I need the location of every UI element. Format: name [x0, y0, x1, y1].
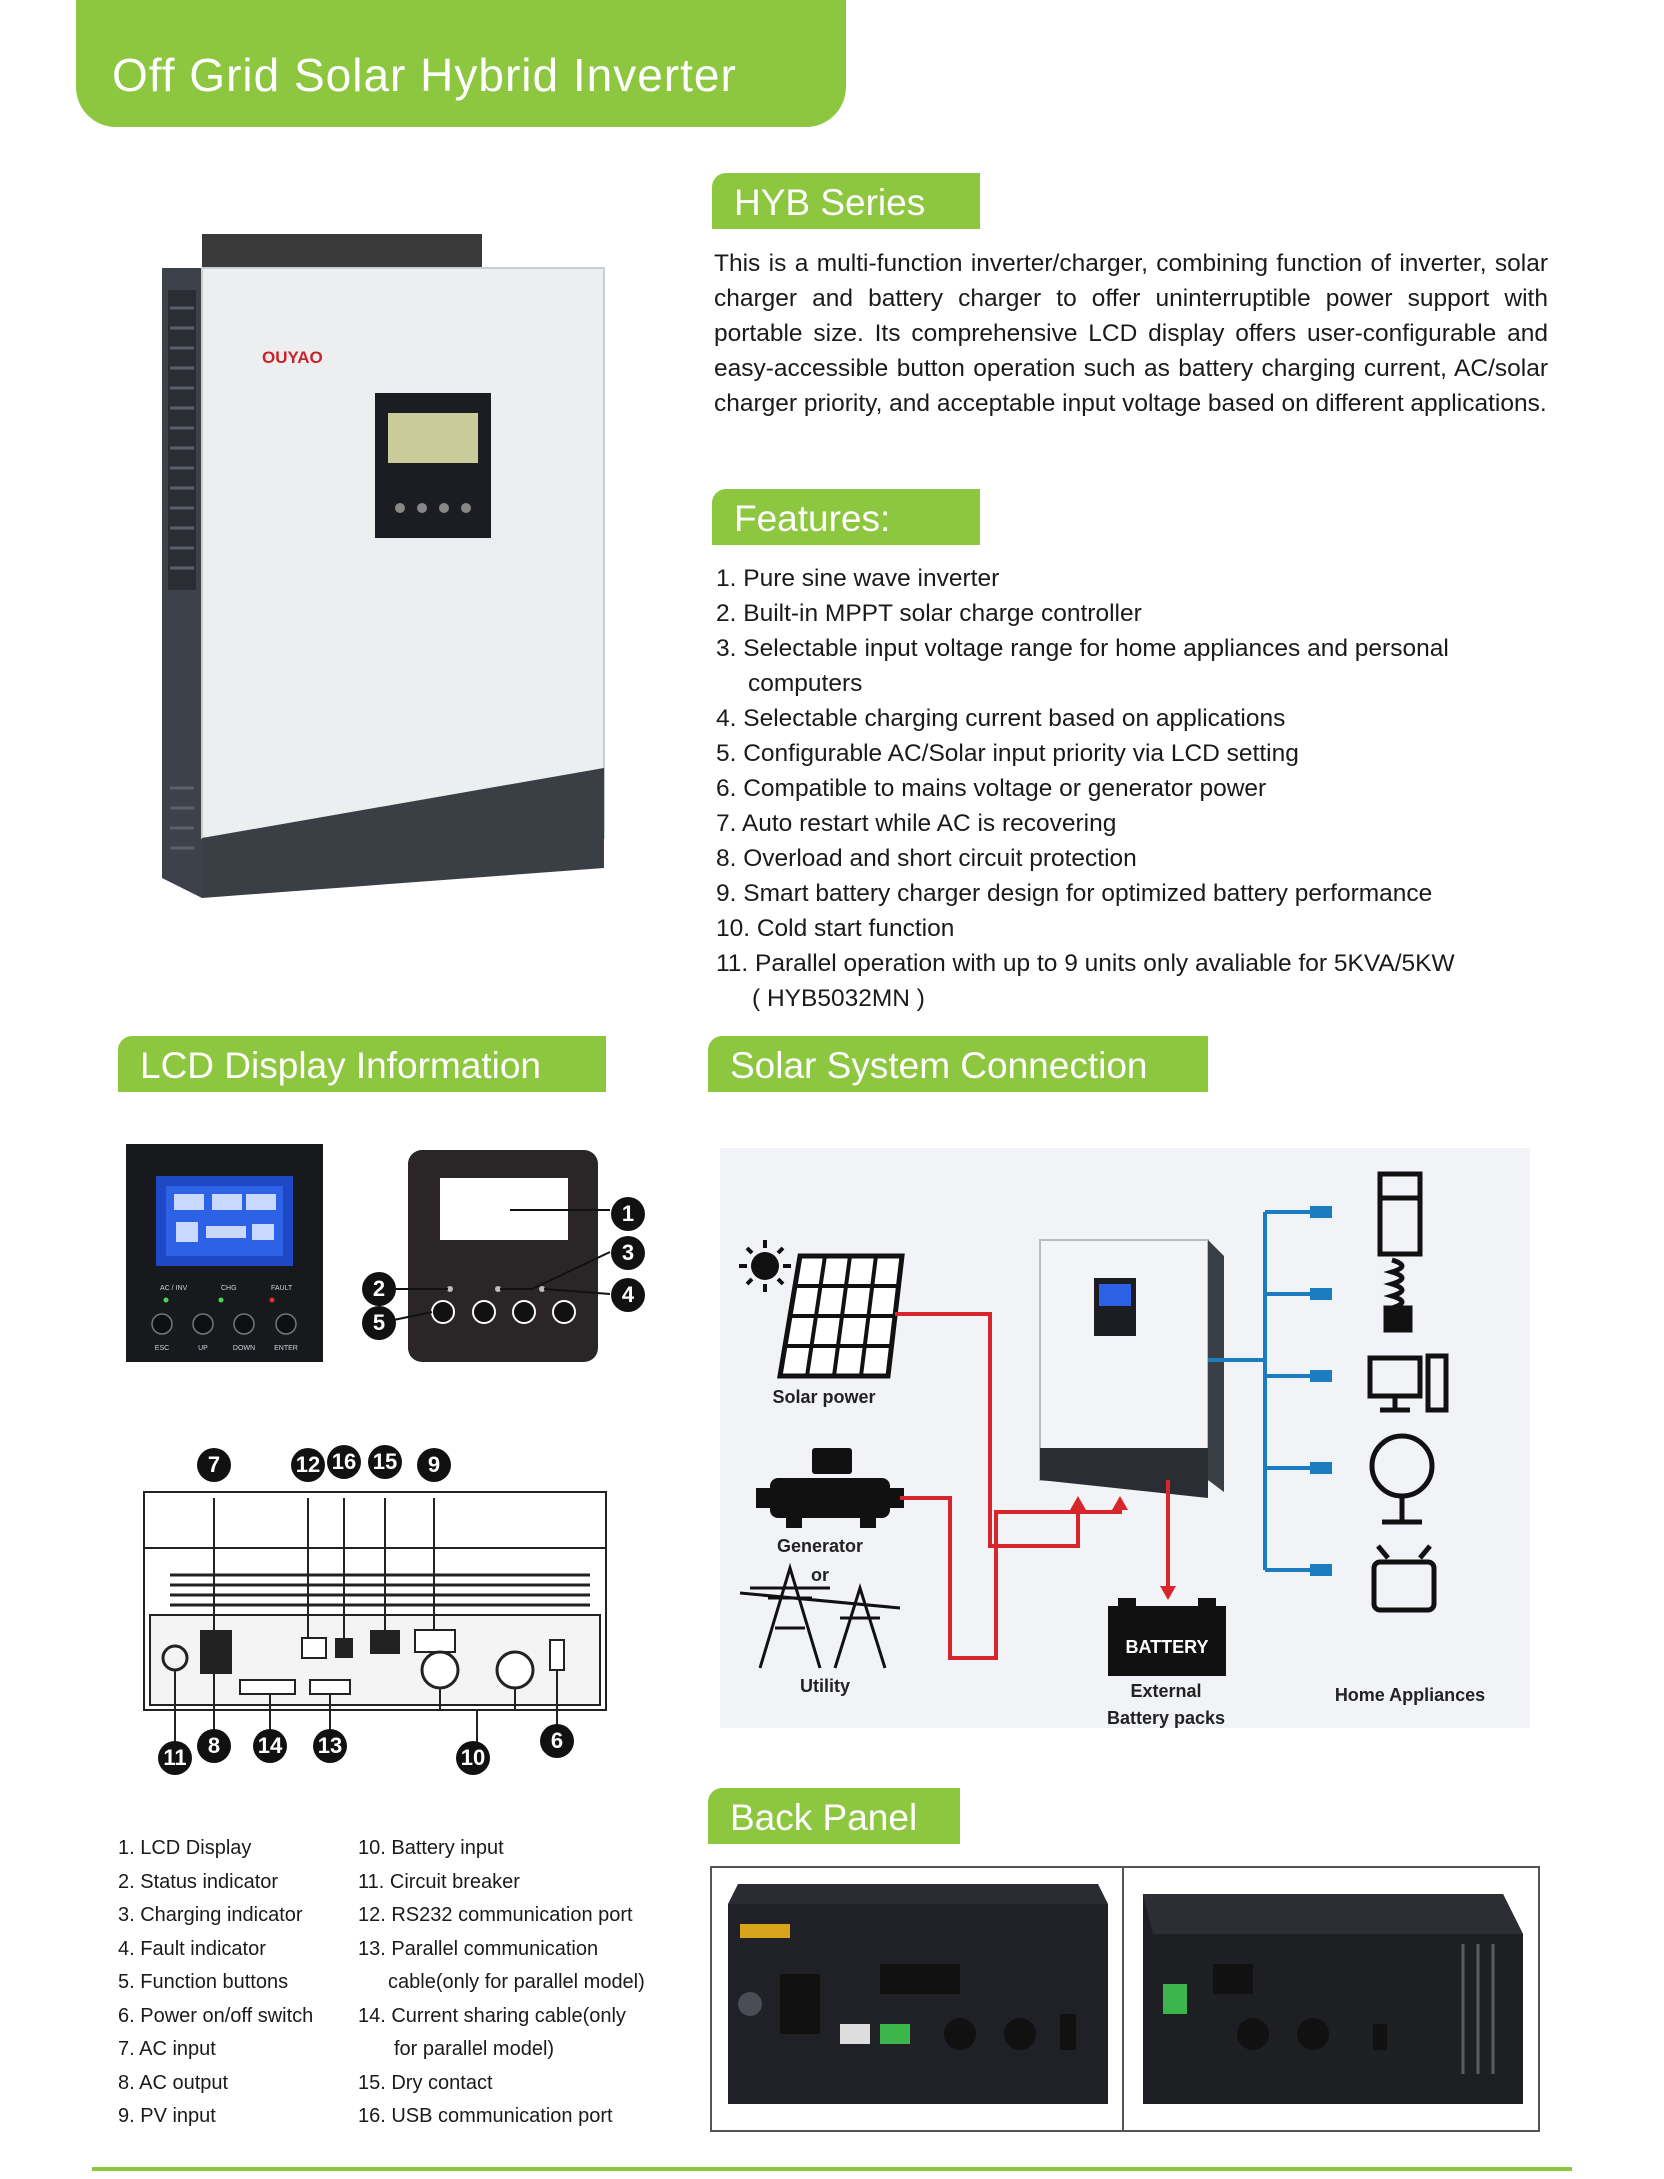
legend-item: 2. Status indicator: [118, 1870, 279, 1893]
battery-packs-label: Battery packs: [1106, 1708, 1226, 1728]
title-banner: [76, 0, 846, 127]
hyb-description: This is a multi-function inverter/charge…: [714, 250, 1548, 417]
inverter-icon: [1039, 1239, 1224, 1498]
feature-item: ( HYB5032MN ): [752, 985, 925, 1012]
callout-marker: 13: [313, 1729, 347, 1763]
legend-item: 5. Function buttons: [118, 1971, 289, 1993]
callout-marker: 16: [327, 1445, 361, 1479]
sun-icon: [739, 1240, 791, 1292]
battery-box-label: BATTERY: [1126, 1637, 1209, 1657]
callout-marker: 7: [197, 1448, 231, 1482]
generator-icon: [756, 1448, 904, 1528]
solar-heading: Solar System Connection: [730, 1045, 1148, 1086]
or-label: or: [811, 1565, 829, 1585]
legend-item: 3. Charging indicator: [118, 1904, 303, 1926]
section-tab-hyb: HYB Series: [712, 173, 980, 229]
legend-list-right: 10. Battery input 11. Circuit breaker 12…: [358, 1832, 698, 2134]
legend-item: 7. AC input: [118, 2038, 216, 2060]
lcd-panel-diagram: [383, 1150, 611, 1362]
section-tab-features: Features:: [712, 489, 980, 545]
home-appliances-label: Home Appliances: [1334, 1685, 1486, 1705]
feature-item: 4. Selectable charging current based on …: [716, 705, 1286, 732]
generator-label: Generator: [776, 1536, 864, 1556]
legend-item: for parallel model): [394, 2038, 555, 2060]
television-icon: [1371, 1544, 1437, 1613]
legend-item: 1. LCD Display: [118, 1837, 252, 1859]
button-label: ENTER: [274, 1345, 298, 1352]
feature-item: 8. Overload and short circuit protection: [716, 845, 1137, 872]
solar-connection-diagram: BATTERY: [739, 1171, 1449, 1676]
button-label: UP: [198, 1345, 208, 1352]
legend-item: 4. Fault indicator: [118, 1937, 266, 1960]
callout-marker: 10: [456, 1741, 490, 1775]
callout-marker: 1: [611, 1197, 645, 1231]
computer-icon: [1367, 1353, 1449, 1413]
lcd-heading: LCD Display Information: [140, 1045, 541, 1086]
footer-rule: [92, 2167, 1572, 2171]
legend-item: 12. RS232 communication port: [358, 1904, 633, 1926]
lcd-panel-photo: AC / INV CHG FAULT ESC UP DOWN ENTER: [126, 1144, 323, 1362]
feature-item: 2. Built-in MPPT solar charge controller: [716, 600, 1142, 627]
callout-marker: 3: [611, 1236, 645, 1270]
feature-item: 6. Compatible to mains voltage or genera…: [716, 775, 1267, 802]
callout-marker: 9: [417, 1448, 451, 1482]
feature-item: 5. Configurable AC/Solar input priority …: [716, 740, 1299, 767]
callout-marker: 8: [197, 1729, 231, 1763]
callout-marker: 5: [362, 1306, 396, 1340]
solar-power-label: Solar power: [772, 1387, 876, 1407]
indicator-label: AC / INV: [160, 1285, 188, 1292]
section-tab-back: Back Panel: [708, 1788, 960, 1844]
legend-item: 10. Battery input: [358, 1837, 504, 1859]
features-list: 1. Pure sine wave inverter 2. Built-in M…: [716, 561, 1556, 1016]
back-heading: Back Panel: [730, 1797, 918, 1838]
photo-divider: [1122, 1866, 1124, 2130]
legend-list-left: 1. LCD Display 2. Status indicator 3. Ch…: [118, 1832, 338, 2134]
inverter-product-image: OUYAO: [162, 234, 605, 898]
legend-item: 13. Parallel communication: [358, 1937, 599, 1960]
section-tab-solar: Solar System Connection: [708, 1036, 1208, 1092]
back-panel-photo-right: [1143, 1894, 1523, 2104]
feature-item: 1. Pure sine wave inverter: [716, 565, 1000, 592]
legend-item: 11. Circuit breaker: [358, 1870, 520, 1893]
page-title: Off Grid Solar Hybrid Inverter: [112, 49, 737, 101]
legend-item: 16. USB communication port: [358, 2105, 613, 2127]
brand-logo-text: OUYAO: [262, 348, 323, 367]
solar-panel-icon: [777, 1253, 905, 1379]
utility-tower-icon: [739, 1562, 901, 1669]
feature-item: 11. Parallel operation with up to 9 unit…: [716, 950, 1455, 977]
feature-item: 10. Cold start function: [716, 915, 955, 942]
utility-label: Utility: [799, 1676, 850, 1696]
battery-icon: BATTERY: [1108, 1598, 1226, 1676]
indicator-label: FAULT: [271, 1285, 293, 1292]
external-label: External: [1130, 1681, 1202, 1701]
callout-marker: 12: [291, 1448, 325, 1482]
feature-item: 3. Selectable input voltage range for ho…: [716, 635, 1449, 662]
callout-marker: 15: [368, 1445, 402, 1479]
hyb-heading: HYB Series: [734, 182, 926, 223]
callout-marker: 6: [540, 1724, 574, 1758]
legend-item: 8. AC output: [118, 2071, 229, 2094]
legend-item: 14. Current sharing cable(only: [358, 2004, 626, 2027]
rear-panel-diagram: [143, 1491, 607, 1742]
legend-item: 15. Dry contact: [358, 2071, 493, 2094]
feature-item: computers: [748, 670, 863, 697]
refrigerator-icon: [1377, 1171, 1423, 1257]
fan-icon: [1369, 1433, 1435, 1525]
back-panel-photo-left: [728, 1884, 1108, 2104]
button-label: ESC: [155, 1345, 169, 1352]
callout-marker: 11: [158, 1741, 192, 1775]
feature-item: 9. Smart battery charger design for opti…: [716, 880, 1433, 907]
indicator-label: CHG: [221, 1285, 237, 1292]
legend-item: 6. Power on/off switch: [118, 2004, 314, 2027]
callout-marker: 14: [253, 1729, 287, 1763]
callout-marker: 2: [362, 1272, 396, 1306]
light-bulb-icon: [1383, 1257, 1413, 1333]
legend-item: 9. PV input: [118, 2105, 216, 2127]
button-label: DOWN: [233, 1345, 255, 1352]
section-tab-lcd: LCD Display Information: [118, 1036, 606, 1092]
features-heading: Features:: [734, 498, 891, 539]
feature-item: 7. Auto restart while AC is recovering: [716, 810, 1117, 837]
callout-marker: 4: [611, 1278, 645, 1312]
legend-item: cable(only for parallel model): [388, 1971, 645, 1993]
